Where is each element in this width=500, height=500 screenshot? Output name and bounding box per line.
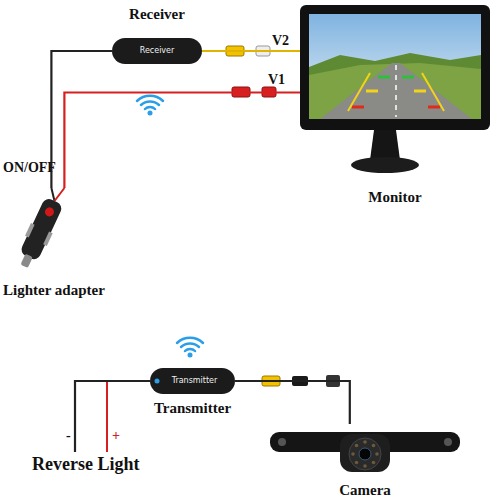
component-label: Camera [315, 482, 415, 499]
cable-connector [64, 93, 300, 189]
polarity-label: - [66, 428, 71, 444]
device-marking: Transmitter [154, 376, 235, 385]
cable-connector [202, 50, 300, 52]
monitor-art [300, 5, 490, 130]
reverse-light-terminal: Reverse Light [30, 452, 155, 478]
component-label: Transmitter [125, 400, 260, 417]
switch-label: ON/OFF [3, 160, 56, 176]
component-label: Reverse Light [32, 454, 155, 475]
video-input-label: V2 [272, 33, 289, 49]
transmitter-unit: TransmitterTransmitter [150, 368, 235, 394]
adapter-art [15, 188, 67, 272]
device-marking: Receiver [112, 46, 202, 55]
cable-connector [51, 51, 112, 188]
monitor-screen: Monitor [300, 5, 490, 130]
rca-plugs [226, 46, 276, 97]
positive-wire [106, 381, 108, 452]
cable-connector [235, 381, 350, 424]
camera-unit: Camera [270, 424, 460, 464]
polarity-label: + [112, 428, 120, 444]
cable-connector [75, 381, 150, 452]
video-input-label: V1 [268, 72, 285, 88]
component-label: Monitor [325, 189, 465, 206]
component-label: Receiver [87, 6, 227, 23]
monitor-stand [351, 130, 419, 173]
component-label: Lighter adapter [3, 282, 153, 299]
camera-art [270, 424, 460, 464]
lighter-adapter: Lighter adapter [15, 188, 67, 272]
wireless-icon [177, 338, 203, 358]
receiver-unit: ReceiverReceiver [112, 38, 202, 64]
wireless-icon [137, 96, 163, 116]
